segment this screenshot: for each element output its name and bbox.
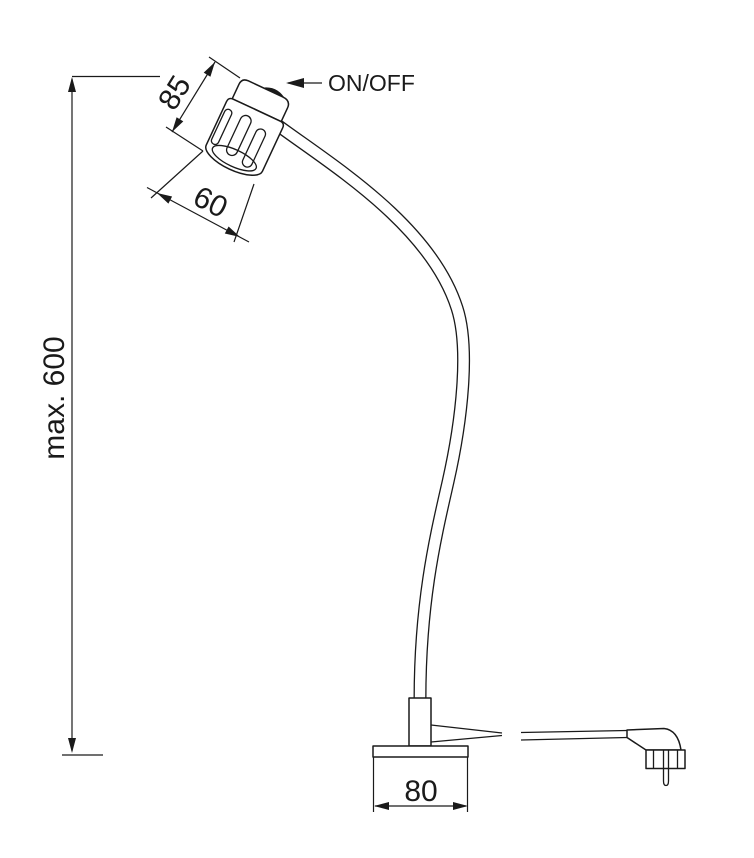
extension-line [150,150,204,199]
gooseneck-arm [272,118,471,700]
arrowhead-down [68,738,76,753]
extension-line [208,56,241,79]
head-cap [231,79,290,123]
power-plug [626,727,686,787]
arrowhead [157,193,173,204]
arrowhead [224,226,240,237]
arrowhead [203,62,215,77]
dimension-base-width: 80 [372,757,469,812]
plug-body [626,727,682,751]
head-diameter-label: 60 [188,180,233,225]
dimension-max-height: max. 600 [38,75,160,756]
cable-line [430,734,503,743]
extension-line [233,183,255,243]
plug-earth-pin [662,768,670,787]
max-height-label: max. 600 [38,336,71,459]
base-plate [372,745,469,758]
lamp-head [205,79,290,176]
on-off-button [262,87,286,100]
arrowhead-up [68,77,76,92]
vent-slot-right [241,128,267,168]
cable-line [430,724,503,734]
arrowhead [172,117,184,132]
leader-arrowhead [286,78,304,88]
gooseneck-arm-outline [272,118,471,700]
on-off-label: ON/OFF [328,70,415,96]
power-cable [430,724,628,743]
gooseneck-arm-core [272,119,469,700]
arrowhead-left [374,802,389,810]
cable-line [520,736,628,741]
plug-housing [645,749,686,770]
arrowhead-right [453,802,468,810]
vent-slot-middle [225,114,252,157]
base-width-label: 80 [404,775,437,808]
on-off-callout: ON/OFF [286,70,415,96]
cable-line [520,729,628,734]
vent-slot-left [210,108,233,146]
extension-line [165,126,204,152]
mount-stem [408,697,432,747]
